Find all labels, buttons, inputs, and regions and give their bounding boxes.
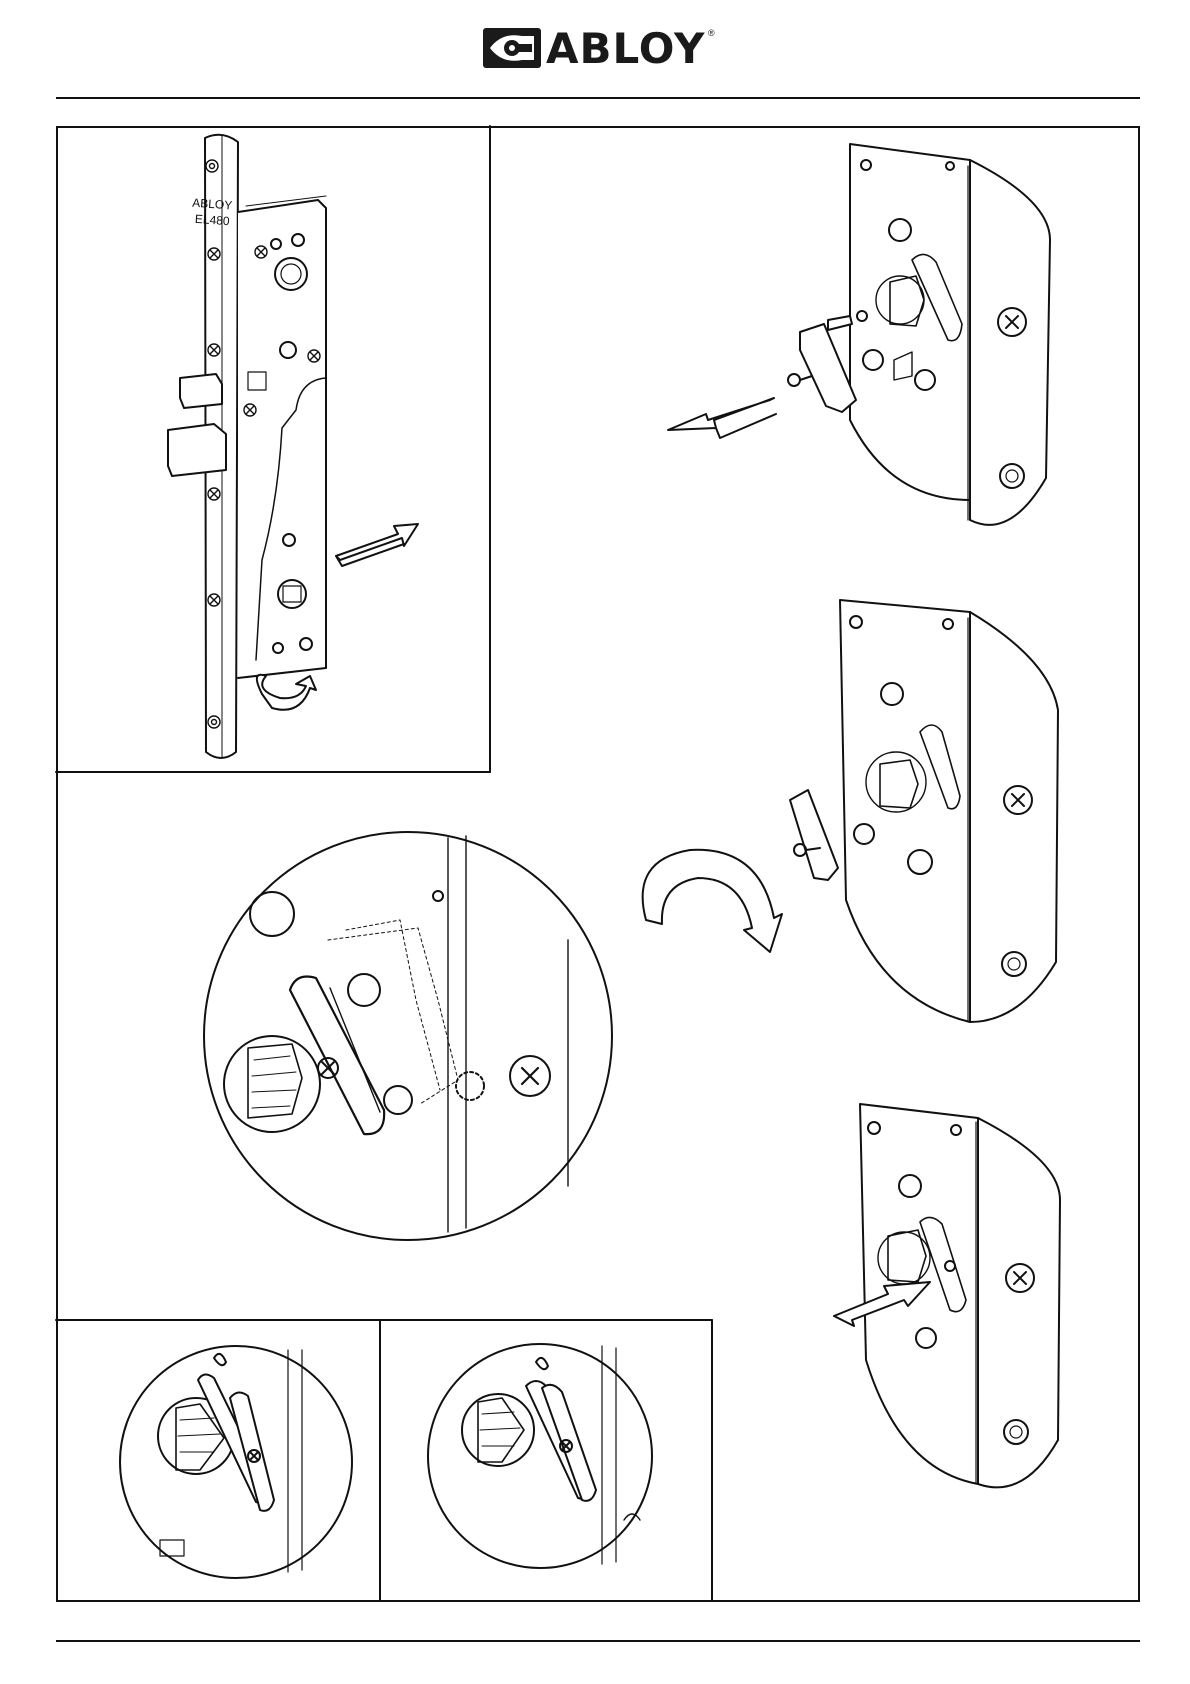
lever-rotation-drawing (643, 600, 1058, 1022)
lock-case-drawing: ABLOY EL480 (168, 135, 418, 758)
lever-removal-drawing (668, 144, 1050, 525)
arrow-icon (336, 524, 418, 566)
rotate-arrow-icon (643, 850, 782, 952)
detail-circle-large (204, 832, 612, 1240)
detail-circle-small-right (428, 1344, 652, 1568)
arrow-icon (668, 398, 776, 438)
rotate-arrow-icon (257, 675, 316, 710)
lock-label-brand: ABLOY (192, 196, 233, 213)
detail-circle-small-left (120, 1346, 352, 1578)
lever-push-drawing (834, 1104, 1060, 1487)
lock-label-model: EL480 (194, 212, 230, 228)
